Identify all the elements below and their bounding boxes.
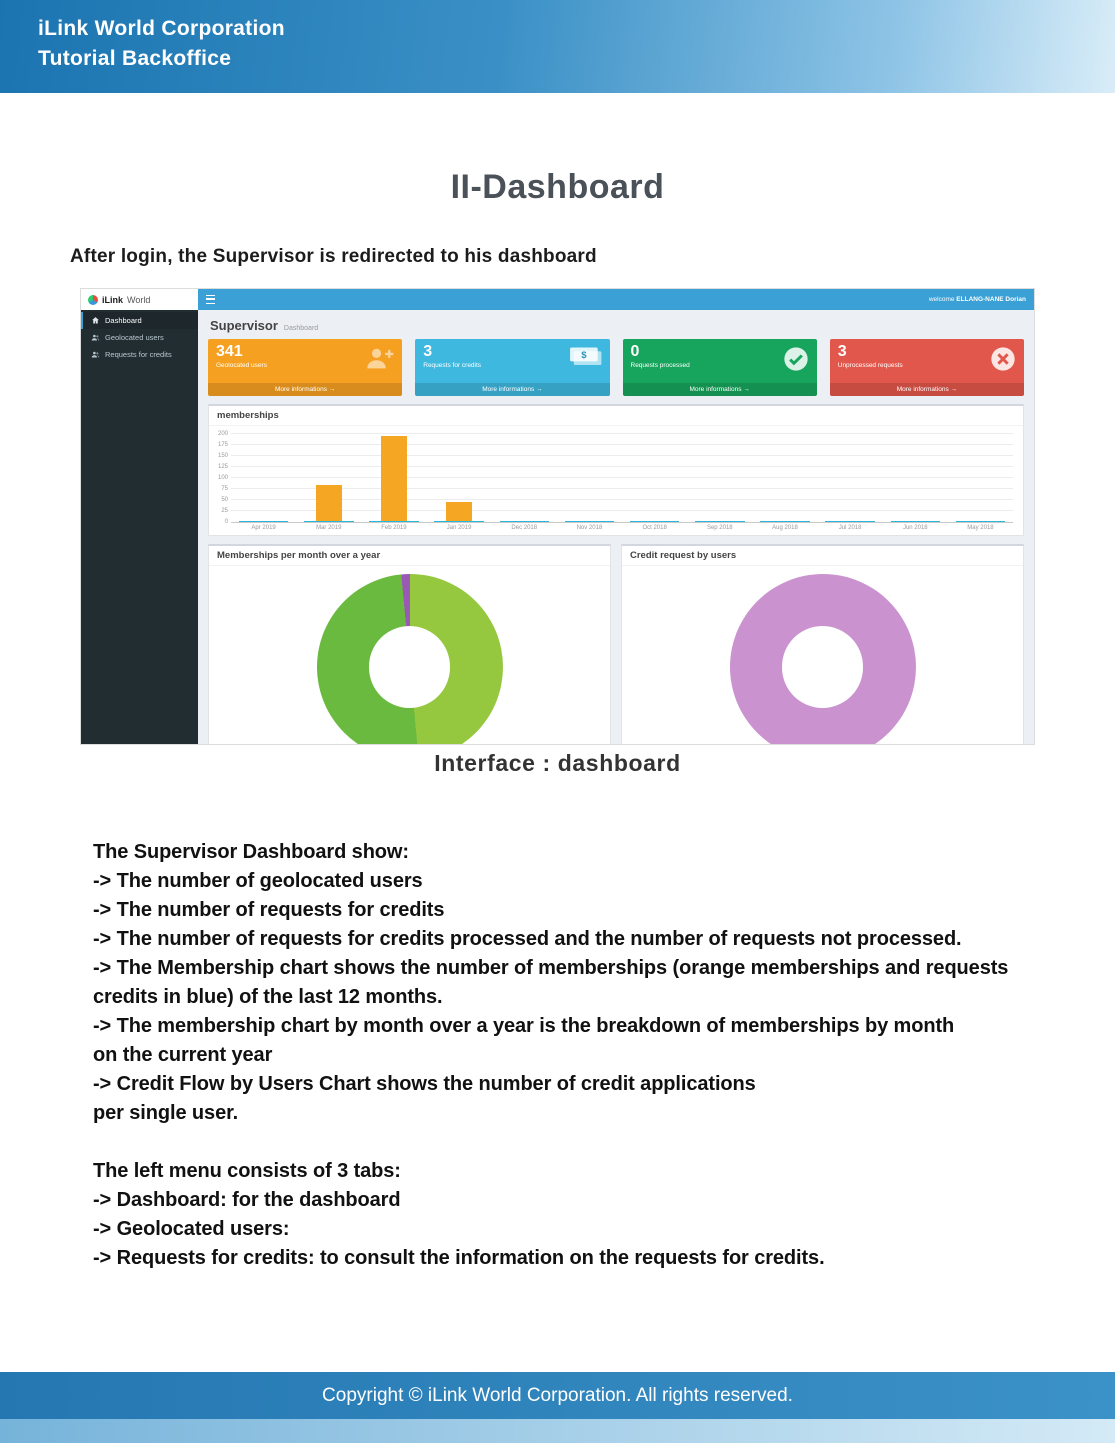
stat-card-geolocated-users: 341 Geolocated users More informations → xyxy=(208,339,403,396)
footer-copyright: Copyright © iLink World Corporation. All… xyxy=(0,1372,1115,1419)
users-icon xyxy=(91,350,100,359)
credit-request-panel: Credit request by users xyxy=(621,544,1024,744)
content-header: Supervisor Dashboard xyxy=(210,318,1024,333)
more-informations-link[interactable]: More informations → xyxy=(208,383,403,396)
body-line: The left menu consists of 3 tabs: xyxy=(93,1160,401,1182)
stat-value: 0 xyxy=(630,343,640,360)
body-line: The Supervisor Dashboard show: xyxy=(93,841,409,863)
stat-label: Requests for credits xyxy=(423,362,482,369)
ilink-logo-icon xyxy=(88,294,98,305)
donut-panels-row: Memberships per month over a year Credit… xyxy=(208,544,1024,744)
body-line: on the current year xyxy=(93,1044,273,1066)
body-line: -> Credit Flow by Users Chart shows the … xyxy=(93,1073,756,1095)
footer-strip xyxy=(0,1419,1115,1443)
sidebar-item-requests-for-credits[interactable]: Requests for credits xyxy=(81,346,198,363)
stat-label: Requests processed xyxy=(630,362,690,369)
sidebar-item-geolocated-users[interactable]: Geolocated users xyxy=(81,329,198,346)
arrow-circle-icon: → xyxy=(950,386,958,393)
body-line: per single user. xyxy=(93,1102,239,1124)
app-navbar: welcome ELLANG-NANE Dorian xyxy=(198,289,1034,310)
menu-toggle-icon[interactable] xyxy=(206,295,215,304)
check-circle-icon xyxy=(782,345,810,378)
arrow-circle-icon: → xyxy=(536,386,543,393)
sidebar: Dashboard Geolocated users Requests for … xyxy=(81,310,198,744)
money-icon: $ xyxy=(569,345,603,372)
app-logo[interactable]: iLink World xyxy=(81,289,198,310)
body-line: -> Dashboard: for the dashboard xyxy=(93,1189,401,1211)
memberships-per-month-panel: Memberships per month over a year xyxy=(208,544,611,744)
welcome-prefix: welcome xyxy=(928,296,955,303)
stat-value: 3 xyxy=(423,343,433,360)
body-text: The Supervisor Dashboard show: -> The nu… xyxy=(93,838,1053,1273)
page-title: II-Dashboard xyxy=(450,168,665,206)
app-logo-text-bold: iLink xyxy=(102,294,124,305)
document-header-banner: iLink World Corporation Tutorial Backoff… xyxy=(0,0,1115,93)
lead-text: After login, the Supervisor is redirecte… xyxy=(70,246,597,267)
body-line: -> The number of geolocated users xyxy=(93,870,423,892)
user-menu[interactable]: welcome ELLANG-NANE Dorian xyxy=(929,296,1026,303)
body-line: -> Geolocated users: xyxy=(93,1218,290,1240)
sidebar-item-label: Requests for credits xyxy=(105,350,172,359)
memberships-per-month-title: Memberships per month over a year xyxy=(209,546,610,566)
more-informations-link[interactable]: More informations → xyxy=(415,383,610,396)
body-line xyxy=(93,1128,1053,1157)
body-line: credits in blue) of the last 12 months. xyxy=(93,986,443,1008)
content-title: Supervisor xyxy=(210,318,278,333)
sidebar-item-label: Dashboard xyxy=(105,316,142,325)
welcome-username: ELLANG-NANE Dorian xyxy=(956,296,1026,303)
memberships-panel-title: memberships xyxy=(209,406,1023,426)
stat-label: Geolocated users xyxy=(216,362,267,369)
stat-value: 341 xyxy=(216,343,243,360)
body-line: -> The Membership chart shows the number… xyxy=(93,957,1009,979)
memberships-bar-plot xyxy=(231,433,1013,523)
arrow-circle-icon: → xyxy=(743,386,750,393)
banner-subtitle: Tutorial Backoffice xyxy=(38,47,232,70)
close-circle-icon xyxy=(989,345,1017,378)
screenshot-caption: Interface : dashboard xyxy=(434,750,681,776)
stat-card-requests-for-credits: 3 Requests for credits $ More informatio… xyxy=(415,339,610,396)
credit-requests-donut-chart xyxy=(729,574,916,744)
users-icon xyxy=(91,333,100,342)
stat-cards-row: 341 Geolocated users More informations →… xyxy=(208,339,1024,396)
stat-label: Unprocessed requests xyxy=(837,362,903,369)
body-line: -> The number of requests for credits xyxy=(93,899,445,921)
body-line: -> Requests for credits: to consult the … xyxy=(93,1247,825,1269)
app-main: Dashboard Geolocated users Requests for … xyxy=(81,310,1034,744)
banner-title: iLink World Corporation xyxy=(38,17,285,40)
credit-request-title: Credit request by users xyxy=(622,546,1023,566)
breadcrumb: Dashboard xyxy=(283,325,319,332)
body-line: -> The number of requests for credits pr… xyxy=(93,928,962,950)
body-line: -> The membership chart by month over a … xyxy=(93,1015,955,1037)
dashboard-screenshot: iLink World welcome ELLANG-NANE Dorian D… xyxy=(80,288,1035,745)
user-plus-icon xyxy=(365,345,395,376)
stat-card-requests-processed: 0 Requests processed More informations → xyxy=(622,339,817,396)
more-informations-link[interactable]: More informations → xyxy=(622,383,817,396)
stat-card-unprocessed-requests: 3 Unprocessed requests More informations… xyxy=(829,339,1024,396)
svg-text:$: $ xyxy=(581,350,587,361)
app-topbar: iLink World welcome ELLANG-NANE Dorian xyxy=(81,289,1034,310)
arrow-circle-icon: → xyxy=(328,386,336,393)
stat-value: 3 xyxy=(837,343,847,360)
more-informations-link[interactable]: More informations → xyxy=(829,383,1024,396)
document-footer: Copyright © iLink World Corporation. All… xyxy=(0,1372,1115,1443)
memberships-donut-chart xyxy=(316,574,503,744)
home-icon xyxy=(91,316,100,325)
app-logo-text: World xyxy=(127,294,151,305)
sidebar-item-label: Geolocated users xyxy=(105,333,164,342)
sidebar-item-dashboard[interactable]: Dashboard xyxy=(81,312,198,329)
content-area: Supervisor Dashboard 341 Geolocated user… xyxy=(198,310,1034,744)
